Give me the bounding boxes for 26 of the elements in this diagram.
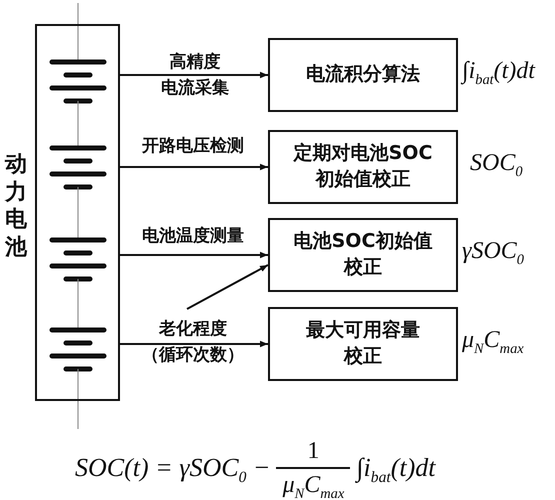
battery-pack-label: 动力电池: [5, 151, 27, 261]
arrow: [120, 72, 268, 78]
arrow: [120, 164, 268, 170]
process-text: 电池SOC初始值校正: [292, 229, 434, 280]
formula: SOC(t) = γSOC$_{0}$ −: [75, 453, 270, 488]
formula: μ$_{N}$C$_{max}$: [282, 472, 344, 500]
edge-label: 开路电压检测: [142, 136, 244, 156]
formula: μ$_{N}$C$_{max}$: [462, 327, 524, 358]
edge-label: 电池温度测量: [142, 226, 244, 246]
process-text: 定期对电池SOC初始值校正: [293, 141, 433, 192]
formula: γSOC$_{0}$: [462, 238, 524, 269]
process-box: [268, 218, 458, 292]
process-box: [268, 307, 458, 381]
arrow: [120, 340, 268, 348]
process-text: 电流积分算法: [305, 62, 421, 88]
edge-label: 老化程度（循环次数）: [142, 319, 244, 366]
process-text: 最大可用容量校正: [305, 318, 421, 369]
formula: SOC$_{0}$: [470, 150, 523, 181]
edge-label: 高精度电流采集: [161, 52, 229, 99]
formula: ∫i$_{bat}$(t)dt: [356, 453, 436, 488]
formula: ∫i$_{bat}$(t)dt: [462, 58, 535, 89]
process-box: [268, 130, 458, 204]
formula: 1: [307, 438, 320, 464]
arrow: [120, 252, 268, 258]
process-box: [268, 38, 458, 112]
arrow: [186, 264, 268, 310]
